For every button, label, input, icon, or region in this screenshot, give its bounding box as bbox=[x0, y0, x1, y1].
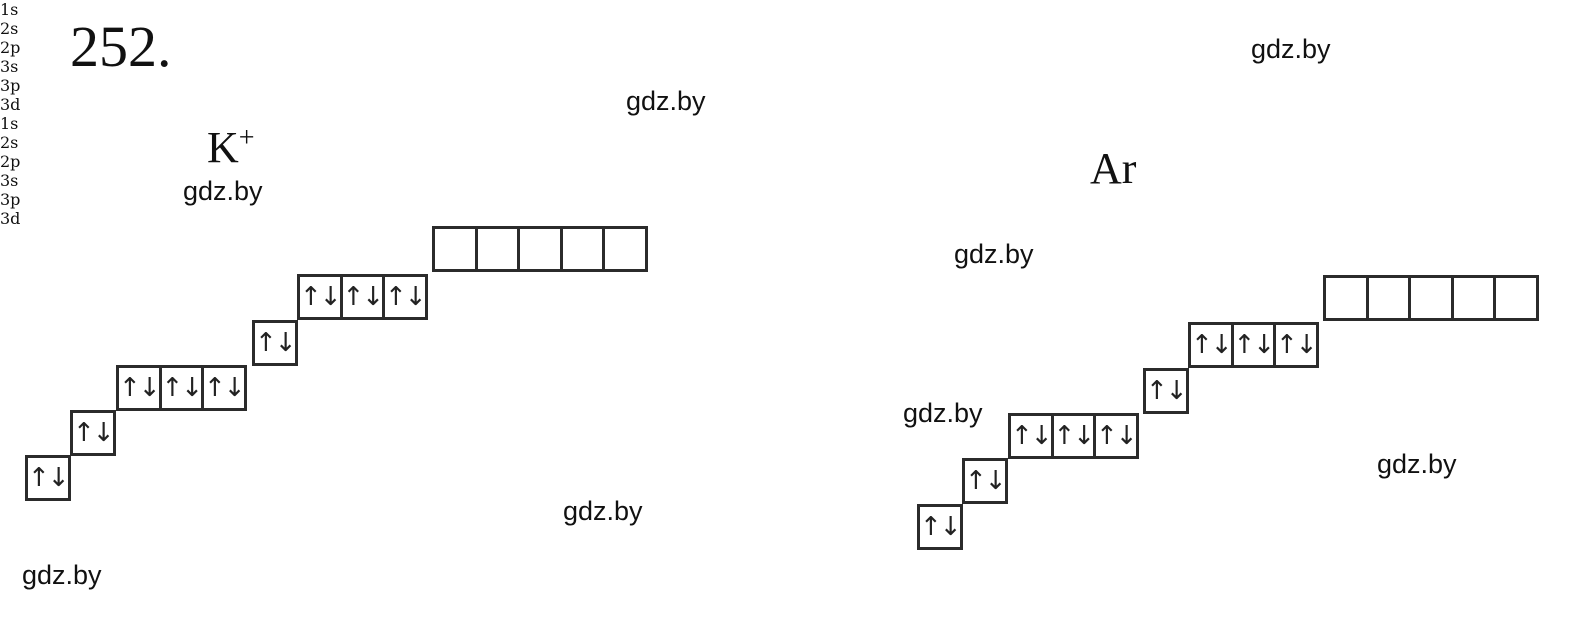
sublevel-label: 3s bbox=[0, 57, 19, 76]
orbital-box-filled: ↑↓ bbox=[1008, 413, 1054, 459]
sublevel-label: 3p bbox=[0, 76, 21, 95]
species-symbol: K bbox=[207, 123, 239, 172]
orbital-box-filled: ↑↓ bbox=[1188, 322, 1234, 368]
orbital-box-filled: ↑↓ bbox=[1230, 322, 1276, 368]
orbital-box-filled: ↑↓ bbox=[70, 410, 116, 456]
sublevel-label: 2p bbox=[0, 152, 21, 171]
species-label-potassium-ion: K+ bbox=[207, 123, 255, 172]
sublevel-label: 3d bbox=[0, 209, 21, 228]
watermark: gdz.by bbox=[22, 560, 102, 590]
orbital-box-filled: ↑↓ bbox=[297, 274, 343, 320]
orbital-box-empty bbox=[1323, 275, 1369, 321]
sublevel-label: 2p bbox=[0, 38, 21, 57]
orbital-box-filled: ↑↓ bbox=[339, 274, 385, 320]
orbital-box-filled: ↑↓ bbox=[1093, 413, 1139, 459]
sublevel-label: 3p bbox=[0, 190, 21, 209]
watermark: gdz.by bbox=[1251, 34, 1331, 64]
watermark: gdz.by bbox=[954, 239, 1034, 269]
species-symbol: Ar bbox=[1090, 144, 1137, 193]
orbital-box-filled: ↑↓ bbox=[25, 455, 71, 501]
sublevel-label: 3d bbox=[0, 95, 21, 114]
watermark: gdz.by bbox=[183, 176, 263, 206]
orbital-box-empty bbox=[602, 226, 648, 272]
orbital-box-filled: ↑↓ bbox=[1273, 322, 1319, 368]
sublevel-label: 3s bbox=[0, 171, 19, 190]
orbital-box-filled: ↑↓ bbox=[252, 320, 298, 366]
watermark: gdz.by bbox=[1377, 449, 1457, 479]
sublevel-label: 2s bbox=[0, 19, 19, 38]
orbital-box-empty bbox=[559, 226, 605, 272]
orbital-box-filled: ↑↓ bbox=[1143, 368, 1189, 414]
orbital-box-filled: ↑↓ bbox=[382, 274, 428, 320]
orbital-box-filled: ↑↓ bbox=[201, 365, 247, 411]
orbital-box-empty bbox=[1408, 275, 1454, 321]
sublevel-label: 2s bbox=[0, 133, 19, 152]
orbital-box-empty bbox=[1493, 275, 1539, 321]
sublevel-label: 1s bbox=[0, 114, 19, 133]
species-charge: + bbox=[238, 122, 255, 154]
watermark: gdz.by bbox=[626, 86, 706, 116]
orbital-box-filled: ↑↓ bbox=[917, 504, 963, 550]
sublevel-label: 1s bbox=[0, 0, 19, 19]
orbital-box-filled: ↑↓ bbox=[116, 365, 162, 411]
orbital-box-filled: ↑↓ bbox=[1050, 413, 1096, 459]
orbital-box-empty bbox=[1450, 275, 1496, 321]
orbital-box-filled: ↑↓ bbox=[962, 458, 1008, 504]
species-label-argon: Ar bbox=[1090, 147, 1136, 191]
watermark: gdz.by bbox=[903, 398, 983, 428]
orbital-box-empty bbox=[1365, 275, 1411, 321]
orbital-box-empty bbox=[474, 226, 520, 272]
orbital-box-filled: ↑↓ bbox=[158, 365, 204, 411]
problem-number: 252. bbox=[70, 14, 172, 79]
orbital-box-empty bbox=[517, 226, 563, 272]
orbital-box-empty bbox=[432, 226, 478, 272]
watermark: gdz.by bbox=[563, 496, 643, 526]
